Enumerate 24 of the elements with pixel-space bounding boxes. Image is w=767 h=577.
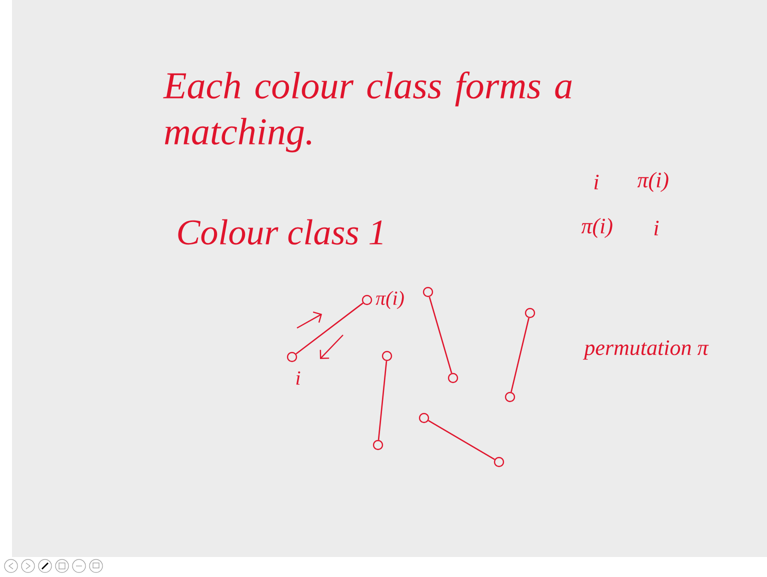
vertex-circle	[418, 412, 430, 424]
vertex-circle	[524, 308, 536, 318]
vertex-circle	[286, 352, 298, 362]
edge-line	[428, 420, 495, 460]
vertex-label: i	[296, 371, 300, 385]
handwritten-title: Each colour class forms a matching.	[163, 72, 572, 152]
edge-line	[378, 361, 388, 440]
edge-line	[428, 296, 452, 374]
edge-line	[296, 302, 364, 354]
vertex-circle	[372, 440, 384, 450]
handwritten-note: permutation π	[582, 340, 709, 360]
vertex-circle	[448, 372, 458, 384]
handwritten-note: π(i)	[581, 218, 612, 238]
edge-line	[510, 318, 530, 392]
vertex-circle	[362, 294, 372, 306]
vertex-label: π(i)	[376, 290, 404, 310]
handwritten-note: π(i)	[637, 172, 668, 192]
vertex-circle	[382, 350, 392, 362]
vertex-circle	[494, 456, 504, 468]
vertex-circle	[422, 286, 434, 298]
handwritten-note: Colour class 1	[178, 219, 382, 245]
handwritten-note: i	[654, 220, 659, 236]
vertex-circle	[504, 392, 516, 402]
handwritten-note: i	[594, 174, 599, 190]
